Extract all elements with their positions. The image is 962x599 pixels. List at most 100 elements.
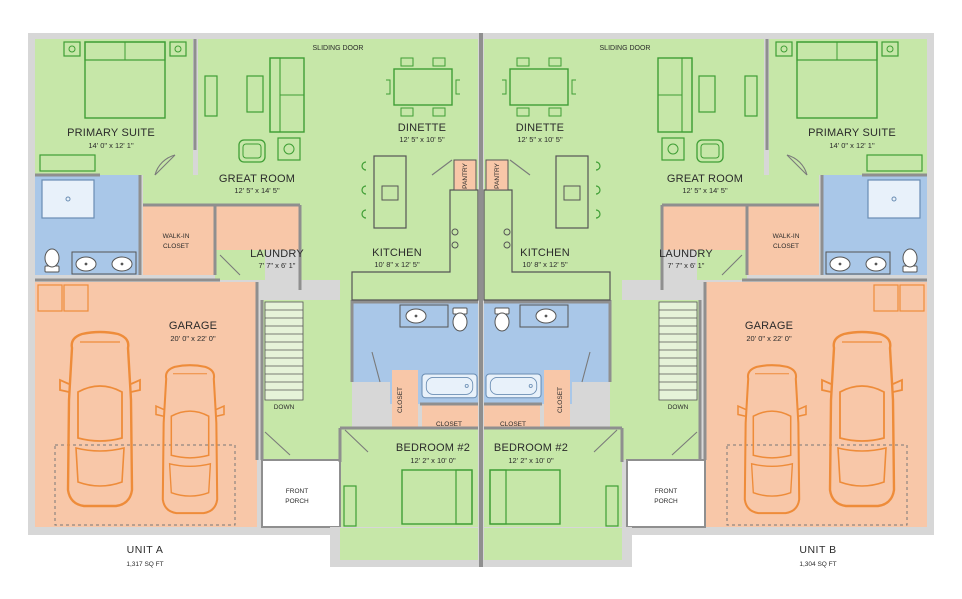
unit-b-bedroom-2-label: BEDROOM #2 — [494, 442, 568, 454]
unit-b-garage-bin-2 — [873, 284, 899, 312]
unit-b-garage-bin-1 — [899, 284, 925, 312]
unit-b-shower-drain — [891, 196, 897, 202]
unit-a-sofa — [269, 57, 305, 133]
unit-b-sliding-door-label: SLIDING DOOR — [600, 45, 651, 52]
unit-b-doors — [509, 154, 808, 456]
unit-a-kitchen-counter — [351, 189, 479, 301]
unit-a-great-room-label: GREAT ROOM — [219, 173, 295, 185]
unit-a-laundry-cabinets — [215, 205, 300, 250]
unit-a-garage-door-line — [54, 444, 236, 526]
unit-b-pantry-label: PANTRY — [494, 162, 501, 188]
unit-b-laundry-label: LAUNDRY — [659, 248, 713, 260]
unit-a-dinette-label: DINETTE — [398, 122, 446, 134]
unit-b-range-burner-1 — [503, 228, 511, 236]
unit-a-down-label: DOWN — [274, 404, 295, 411]
unit-b-closet-v-label: CLOSET — [557, 387, 564, 413]
unit-a-vanity-primary — [71, 251, 137, 275]
unit-a-sink-hall — [405, 308, 427, 324]
unit-a-stairs — [264, 301, 304, 401]
unit-a-tv-console — [204, 75, 218, 117]
unit-a-interior-walls — [35, 39, 478, 462]
unit-a-closet-v — [392, 370, 418, 428]
unit-a-walk-in-label-1: WALK-IN — [163, 233, 190, 240]
unit-a-sink-2 — [111, 256, 133, 272]
unit-a-walk-in-label-2: CLOSET — [163, 243, 189, 250]
unit-b-name: UNIT B — [799, 544, 836, 556]
unit-b-bedroom-2-dim: 12' 2" x 10' 0" — [508, 456, 554, 465]
unit-a-pantry — [453, 159, 477, 191]
unit-a-bedroom-2-bed — [343, 469, 473, 527]
unit-b-primary-suite — [769, 39, 927, 175]
unit-a-bedroom-bump-fill — [340, 528, 478, 560]
unit-b-sink-hall — [535, 308, 557, 324]
unit-a-primary-suite — [35, 39, 193, 175]
unit-b-plan: SLIDING DOOR PRIMARY SUITE 14' 0" x 12' … — [482, 33, 934, 567]
unit-b-porch-label-2: PORCH — [654, 498, 678, 505]
unit-b-sink-2 — [865, 256, 887, 272]
unit-a-front-porch — [261, 459, 341, 528]
unit-a-lamp — [283, 143, 295, 155]
unit-b-kitchen-label: KITCHEN — [520, 247, 570, 259]
unit-a-garage-dim: 20' 0" x 22' 0" — [170, 334, 216, 343]
unit-b-shower — [867, 179, 921, 219]
unit-a-laundry-label: LAUNDRY — [250, 248, 304, 260]
unit-a-dining-table — [386, 57, 460, 117]
unit-b-bedroom-bump-fill — [484, 528, 622, 560]
unit-b-toilet-primary — [902, 248, 918, 273]
unit-a-porch-label-2: PORCH — [285, 498, 309, 505]
unit-a-great-room-dim: 12' 5" x 14' 5" — [234, 186, 280, 195]
unit-b-sink-1 — [829, 256, 851, 272]
unit-a-coffee-table — [246, 75, 264, 113]
unit-b-side-table — [661, 137, 685, 161]
unit-b-garage-label: GARAGE — [745, 320, 793, 332]
unit-b-great-room-dim: 12' 5" x 14' 5" — [682, 186, 728, 195]
unit-a-bedroom-2-dim: 12' 2" x 10' 0" — [410, 456, 456, 465]
unit-a-vanity-hall — [399, 304, 449, 328]
unit-a-primary-bed — [39, 41, 187, 172]
unit-b-walk-in-label-2: CLOSET — [773, 243, 799, 250]
unit-b-lamp — [667, 143, 679, 155]
unit-b-tv-console — [744, 75, 758, 117]
unit-a-dinette-dim: 12' 5" x 10' 5" — [399, 135, 445, 144]
unit-a-toilet-primary — [44, 248, 60, 273]
unit-a-garage-bin-1 — [37, 284, 63, 312]
unit-a-closet-v-label: CLOSET — [397, 387, 404, 413]
unit-b-great-room-label: GREAT ROOM — [667, 173, 743, 185]
unit-a-garage-label: GARAGE — [169, 320, 217, 332]
unit-a-side-table — [277, 137, 301, 161]
unit-b-front-porch — [626, 459, 706, 528]
unit-b-dinette-label: DINETTE — [516, 122, 564, 134]
unit-a-name: UNIT A — [127, 544, 164, 556]
party-wall — [479, 33, 483, 567]
unit-b-vanity-primary — [825, 251, 891, 275]
unit-a-pantry-label: PANTRY — [462, 162, 469, 188]
unit-a-toilet-hall — [452, 307, 468, 332]
unit-b-kitchen-counter — [483, 189, 611, 301]
unit-a-bedroom-2-label: BEDROOM #2 — [396, 442, 470, 454]
unit-b-primary-suite-dim: 14' 0" x 12' 1" — [829, 141, 875, 150]
unit-a-closet-h — [422, 404, 478, 428]
unit-a-plan: SLIDING DOOR PRIMARY SUITE 14' 0" x 12' … — [28, 33, 480, 567]
unit-a-sqft: 1,317 SQ FT — [126, 561, 163, 568]
unit-b-garage-dim: 20' 0" x 22' 0" — [746, 334, 792, 343]
unit-a-kitchen-island — [361, 155, 407, 229]
unit-b-range-burner-2 — [503, 241, 511, 249]
unit-b-walk-in-closet — [747, 205, 819, 275]
unit-b-closet-v — [544, 370, 570, 428]
unit-b-toilet-hall — [494, 307, 510, 332]
unit-b-garage-door-line — [726, 444, 908, 526]
unit-a-primary-suite-label: PRIMARY SUITE — [67, 127, 155, 139]
unit-b-dining-table — [502, 57, 576, 117]
unit-a-bathtub — [421, 373, 478, 399]
unit-b-closet-h — [484, 404, 540, 428]
unit-a-laundry-dim: 7' 7" x 6' 1" — [259, 261, 296, 270]
unit-b-kitchen-island — [555, 155, 601, 229]
unit-a-kitchen-label: KITCHEN — [372, 247, 422, 259]
unit-a-shower — [41, 179, 95, 219]
unit-b-laundry-dim: 7' 7" x 6' 1" — [668, 261, 705, 270]
unit-b-bathtub — [485, 373, 542, 399]
unit-a-range-burner-1 — [451, 228, 459, 236]
unit-a-shower-drain — [65, 196, 71, 202]
unit-b-primary-suite-label: PRIMARY SUITE — [808, 127, 896, 139]
